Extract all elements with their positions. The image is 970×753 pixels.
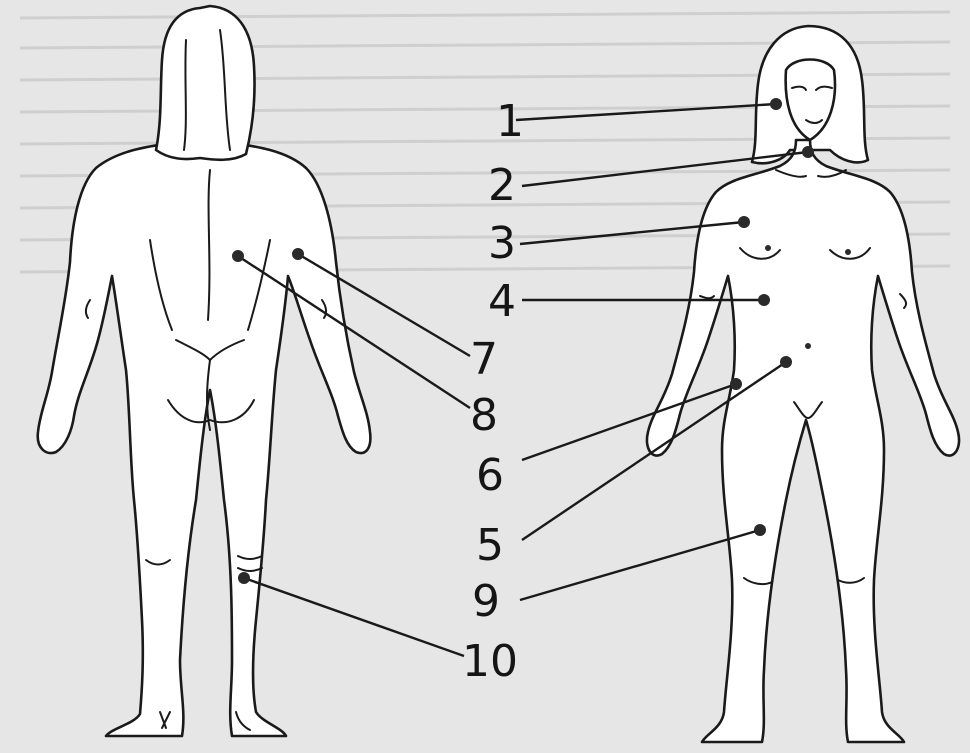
marker-dot-6 <box>730 378 742 390</box>
front-body-outline <box>647 140 959 742</box>
label-8: 8 <box>470 390 498 441</box>
marker-dot-10 <box>238 572 250 584</box>
label-5: 5 <box>476 520 504 571</box>
label-3: 3 <box>488 218 516 269</box>
marker-dot-4 <box>758 294 770 306</box>
marker-dot-2 <box>802 146 814 158</box>
label-9: 9 <box>472 576 500 627</box>
marker-dot-8 <box>232 250 244 262</box>
leader-lines <box>232 98 814 656</box>
marker-dot-1 <box>770 98 782 110</box>
marker-dot-9 <box>754 524 766 536</box>
label-4: 4 <box>488 276 516 327</box>
marker-dot-7 <box>292 248 304 260</box>
front-view-figure <box>647 26 959 742</box>
back-view-figure <box>38 6 371 736</box>
label-10: 10 <box>462 636 518 687</box>
label-6: 6 <box>476 450 504 501</box>
back-body-outline <box>38 142 371 736</box>
number-labels: 1 2 3 4 7 8 6 5 9 10 <box>462 96 524 687</box>
label-2: 2 <box>488 160 516 211</box>
back-hair <box>156 6 255 160</box>
marker-dot-5 <box>780 356 792 368</box>
label-1: 1 <box>496 96 524 147</box>
label-7: 7 <box>470 334 498 385</box>
marker-dot-3 <box>738 216 750 228</box>
